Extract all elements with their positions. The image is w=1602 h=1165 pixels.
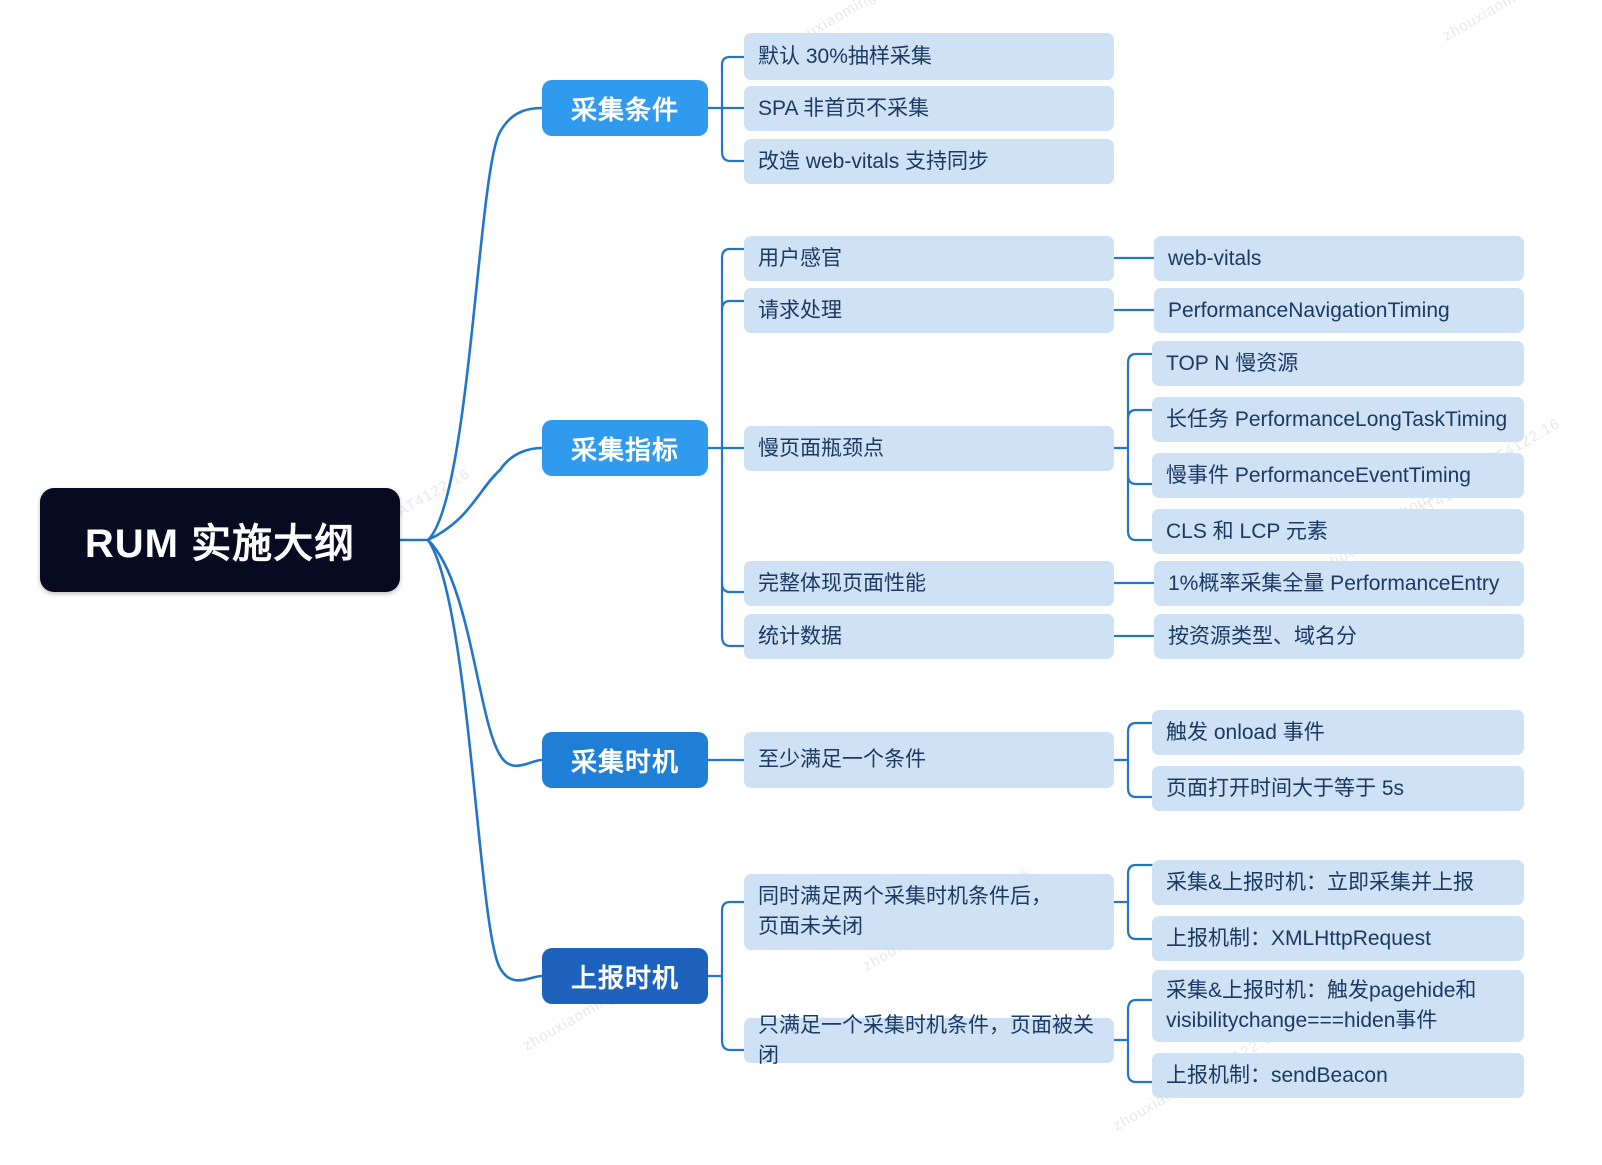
leaf-node-label: 1%概率采集全量 PerformanceEntry <box>1168 571 1500 595</box>
leaf-node-by-resource-type-domain[interactable]: 按资源类型、域名分 <box>1154 614 1524 659</box>
leaf-node-one-percent-full-entry[interactable]: 1%概率采集全量 PerformanceEntry <box>1154 561 1524 606</box>
leaf-node-report-mechanism-xhr[interactable]: 上报机制：XMLHttpRequest <box>1152 916 1524 961</box>
leaf-node-label-group: 同时满足两个采集时机条件后， 页面未关闭 <box>758 882 1052 942</box>
leaf-node-webvitals-sync[interactable]: 改造 web-vitals 支持同步 <box>744 139 1114 184</box>
branch-node-label: 采集时机 <box>570 746 679 777</box>
leaf-node-default-sampling[interactable]: 默认 30%抽样采集 <box>744 33 1114 80</box>
leaf-node-at-least-one-condition[interactable]: 至少满足一个条件 <box>744 732 1114 788</box>
leaf-node-full-page-performance[interactable]: 完整体现页面性能 <box>744 561 1114 606</box>
leaf-node-label: SPA 非首页不采集 <box>758 96 930 120</box>
leaf-node-onload-event[interactable]: 触发 onload 事件 <box>1152 710 1524 755</box>
branch-node-label: 采集条件 <box>570 94 679 125</box>
leaf-node-slow-page-bottleneck[interactable]: 慢页面瓶颈点 <box>744 426 1114 471</box>
leaf-node-label: 用户感官 <box>758 246 842 270</box>
leaf-node-label: 页面打开时间大于等于 5s <box>1166 776 1405 800</box>
branch-node-collection-metrics[interactable]: 采集指标 <box>542 420 708 476</box>
leaf-node-long-task-timing[interactable]: 长任务 PerformanceLongTaskTiming <box>1152 397 1524 442</box>
leaf-node-label: 至少满足一个条件 <box>758 748 926 772</box>
leaf-node-label: 请求处理 <box>758 298 842 322</box>
leaf-node-web-vitals[interactable]: web-vitals <box>1154 236 1524 281</box>
leaf-node-statistics[interactable]: 统计数据 <box>744 614 1114 659</box>
leaf-node-cls-lcp-element[interactable]: CLS 和 LCP 元素 <box>1152 509 1524 554</box>
leaf-node-label: 改造 web-vitals 支持同步 <box>758 149 990 173</box>
leaf-node-label: TOP N 慢资源 <box>1166 351 1299 375</box>
leaf-node-page-open-5s[interactable]: 页面打开时间大于等于 5s <box>1152 766 1524 811</box>
leaf-node-label: 慢事件 PerformanceEventTiming <box>1166 463 1471 487</box>
leaf-node-label: 统计数据 <box>758 624 842 648</box>
branch-node-collection-timing[interactable]: 采集时机 <box>542 732 708 788</box>
leaf-node-label: PerformanceNavigationTiming <box>1168 298 1450 322</box>
leaf-node-spa-non-home[interactable]: SPA 非首页不采集 <box>744 86 1114 131</box>
leaf-node-label-group: 采集&上报时机：触发pagehide和 visibilitychange===h… <box>1166 976 1476 1036</box>
leaf-node-report-mechanism-sendbeacon[interactable]: 上报机制：sendBeacon <box>1152 1053 1524 1098</box>
leaf-node-label: 只满足一个采集时机条件，页面被关闭 <box>758 1013 1094 1067</box>
leaf-node-event-timing[interactable]: 慢事件 PerformanceEventTiming <box>1152 453 1524 498</box>
leaf-node-label: 触发 onload 事件 <box>1166 720 1325 744</box>
leaf-node-label: 完整体现页面性能 <box>758 571 926 595</box>
watermark: zhouxiaoming AT4122.16 <box>1440 0 1602 45</box>
branch-node-label: 上报时机 <box>570 962 679 993</box>
root-node-rum-outline[interactable]: RUM 实施大纲 <box>40 488 400 592</box>
leaf-node-request-processing[interactable]: 请求处理 <box>744 288 1114 333</box>
leaf-node-label: 上报机制：sendBeacon <box>1166 1063 1388 1087</box>
leaf-node-label-line1: 采集&上报时机：触发pagehide和 <box>1166 979 1477 1003</box>
branch-node-label: 采集指标 <box>570 434 679 465</box>
leaf-node-both-conditions-page-open[interactable]: 同时满足两个采集时机条件后， 页面未关闭 <box>744 874 1114 950</box>
leaf-node-label: 按资源类型、域名分 <box>1168 624 1357 648</box>
leaf-node-user-perception[interactable]: 用户感官 <box>744 236 1114 281</box>
leaf-node-collect-report-pagehide[interactable]: 采集&上报时机：触发pagehide和 visibilitychange===h… <box>1152 970 1524 1042</box>
leaf-node-label: 慢页面瓶颈点 <box>758 436 884 460</box>
leaf-node-top-n-slow-resources[interactable]: TOP N 慢资源 <box>1152 341 1524 386</box>
leaf-node-performance-navigation-timing[interactable]: PerformanceNavigationTiming <box>1154 288 1524 333</box>
leaf-node-label: 默认 30%抽样采集 <box>758 44 932 68</box>
branch-node-collection-conditions[interactable]: 采集条件 <box>542 80 708 136</box>
leaf-node-label: CLS 和 LCP 元素 <box>1166 519 1328 543</box>
leaf-node-label: 长任务 PerformanceLongTaskTiming <box>1166 407 1508 431</box>
leaf-node-collect-report-immediate[interactable]: 采集&上报时机：立即采集并上报 <box>1152 860 1524 905</box>
leaf-node-label-line2: 页面未关闭 <box>758 915 863 938</box>
leaf-node-label: 上报机制：XMLHttpRequest <box>1166 926 1431 950</box>
leaf-node-label: 采集&上报时机：立即采集并上报 <box>1166 870 1475 894</box>
leaf-node-one-condition-page-closed[interactable]: 只满足一个采集时机条件，页面被关闭 <box>744 1014 1114 1067</box>
leaf-node-label-line2: visibilitychange===hiden事件 <box>1166 1009 1438 1032</box>
leaf-node-label-line1: 同时满足两个采集时机条件后， <box>758 885 1052 909</box>
branch-node-report-timing[interactable]: 上报时机 <box>542 948 708 1004</box>
root-node-label: RUM 实施大纲 <box>84 522 356 566</box>
leaf-node-label: web-vitals <box>1168 246 1262 270</box>
